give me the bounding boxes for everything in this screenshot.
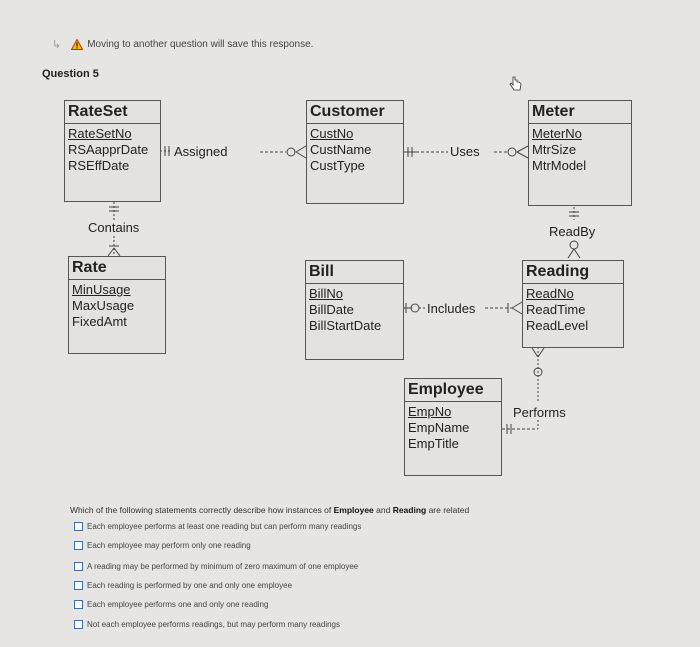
answer-option[interactable]: A reading may be performed by minimum of…: [74, 562, 358, 571]
option-checkbox[interactable]: [74, 620, 83, 629]
entity-attribute: CustType: [310, 158, 365, 173]
entity-attribute: RateSetNo: [68, 126, 132, 141]
entity-attribute: BillNo: [309, 286, 343, 301]
rel-includes-label: Includes: [427, 301, 476, 316]
entity-attribute: MtrModel: [532, 158, 587, 173]
entity-attribute: EmpNo: [408, 404, 452, 419]
entity-attribute: RSEffDate: [68, 158, 130, 173]
answer-option[interactable]: Each employee performs at least one read…: [74, 522, 361, 531]
save-warning: ↳ Moving to another question will save t…: [52, 38, 313, 51]
entity-name: Reading: [523, 261, 623, 284]
entity-attribute: ReadTime: [526, 302, 586, 317]
rel-contains-label: Contains: [88, 220, 140, 235]
question-suffix: are related: [426, 505, 470, 515]
answer-option[interactable]: Each reading is performed by one and onl…: [74, 581, 292, 590]
warning-icon: [71, 39, 84, 50]
entity-attribute: RSAapprDate: [68, 142, 149, 157]
option-label: A reading may be performed by minimum of…: [87, 562, 359, 571]
question-mid: and: [373, 505, 393, 515]
entity-bill: Bill BillNo BillDate BillStartDate: [305, 260, 404, 360]
rel-readby-label: ReadBy: [549, 224, 596, 239]
option-checkbox[interactable]: [74, 581, 83, 590]
entity-name: Employee: [405, 379, 501, 402]
option-label: Each employee performs at least one read…: [87, 522, 362, 531]
rel-uses-label: Uses: [450, 144, 480, 159]
entity-meter: Meter MeterNo MtrSize MtrModel: [528, 100, 632, 206]
entity-attribute: CustName: [310, 142, 372, 157]
rel-assigned-label: Assigned: [174, 144, 228, 159]
option-checkbox[interactable]: [74, 541, 83, 550]
entity-reading: Reading ReadNo ReadTime ReadLevel: [522, 260, 624, 348]
answer-option[interactable]: Each employee may perform only one readi…: [74, 541, 251, 550]
entity-attribute: BillStartDate: [309, 318, 382, 333]
entity-rate: Rate MinUsage MaxUsage FixedAmt: [68, 256, 166, 354]
entity-attribute: EmpTitle: [408, 436, 459, 451]
option-checkbox[interactable]: [74, 522, 83, 531]
entity-attribute: ReadNo: [526, 286, 574, 301]
entity-employee: Employee EmpNo EmpName EmpTitle: [404, 378, 502, 476]
entity-attribute: MeterNo: [532, 126, 582, 141]
entity-attribute: FixedAmt: [72, 314, 127, 329]
entity-attribute: MtrSize: [532, 142, 577, 157]
question-entity-reading: Reading: [392, 505, 427, 515]
option-checkbox[interactable]: [74, 600, 83, 609]
entity-attribute: ReadLevel: [526, 318, 589, 333]
option-label: Each employee may perform only one readi…: [87, 541, 251, 550]
rel-performs-label: Performs: [513, 405, 566, 420]
question-text: Which of the following statements correc…: [70, 505, 469, 515]
answer-option[interactable]: Each employee performs one and only one …: [74, 600, 268, 609]
entity-attribute: MaxUsage: [72, 298, 135, 313]
entity-attribute: MinUsage: [72, 282, 131, 297]
hand-cursor-icon: [509, 76, 522, 91]
option-label: Not each employee performs readings, but…: [87, 620, 341, 629]
entity-rateset: RateSet RateSetNo RSAapprDate RSEffDate: [64, 100, 161, 202]
entity-name: Bill: [306, 261, 403, 284]
question-entity-employee: Employee: [333, 505, 374, 515]
entity-name: Meter: [529, 101, 631, 124]
answer-option[interactable]: Not each employee performs readings, but…: [74, 620, 340, 629]
question-title: Question 5: [42, 68, 99, 80]
entity-name: Customer: [307, 101, 403, 124]
option-label: Each reading is performed by one and onl…: [87, 581, 293, 590]
entity-name: RateSet: [65, 101, 160, 124]
entity-attribute: EmpName: [408, 420, 470, 435]
return-arrow-icon: ↳: [52, 39, 62, 51]
option-label: Each employee performs one and only one …: [87, 600, 269, 609]
entity-attribute: BillDate: [309, 302, 354, 317]
entity-customer: Customer CustNo CustName CustType: [306, 100, 404, 204]
entity-attribute: CustNo: [310, 126, 354, 141]
question-prefix: Which of the following statements correc…: [70, 505, 334, 515]
save-warning-text: Moving to another question will save thi…: [87, 39, 314, 50]
option-checkbox[interactable]: [74, 562, 83, 571]
entity-name: Rate: [69, 257, 165, 280]
